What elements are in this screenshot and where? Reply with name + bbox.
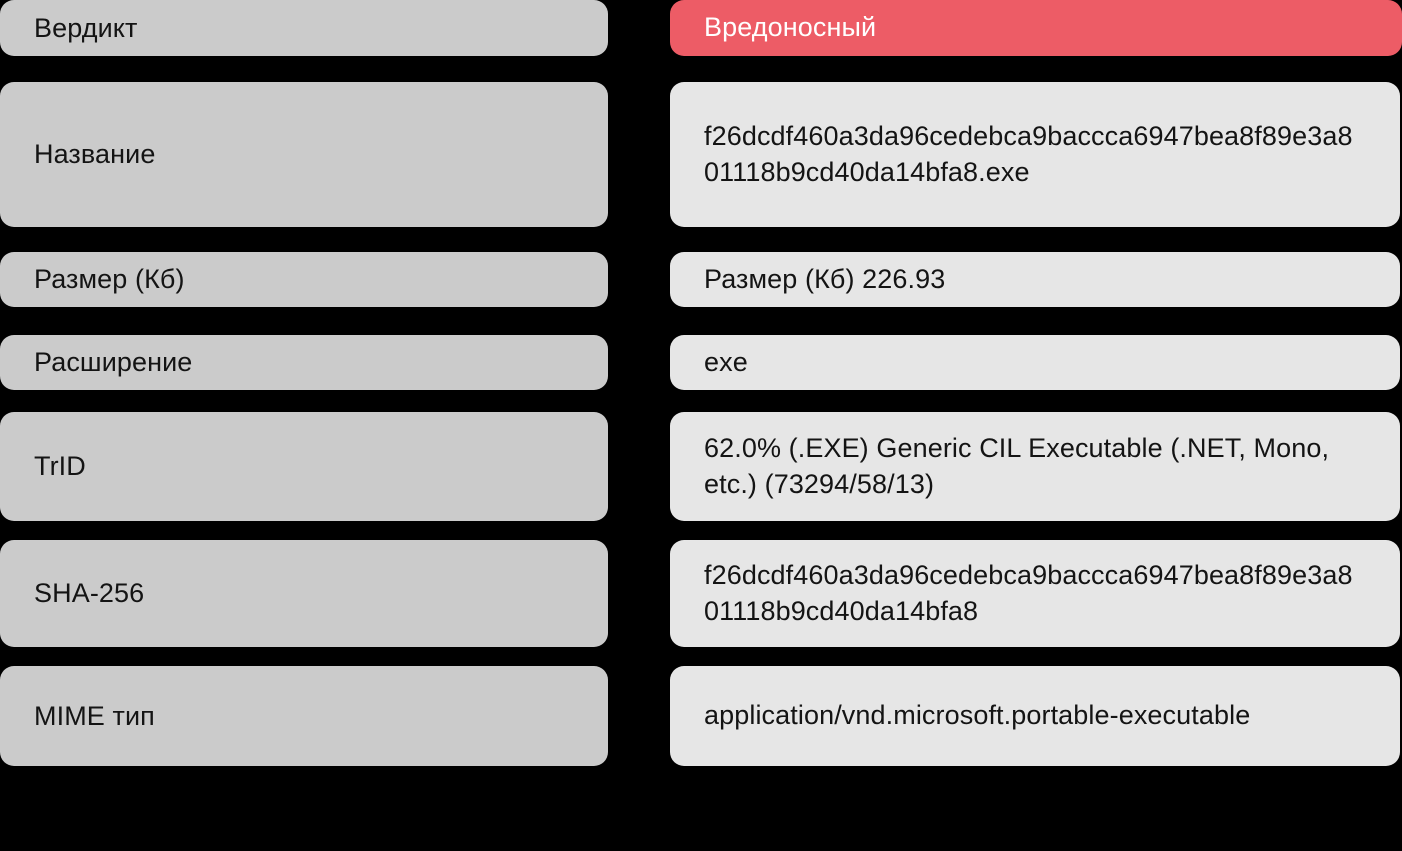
row-label-text: Размер (Кб) bbox=[34, 264, 185, 295]
row-label-text: SHA-256 bbox=[34, 578, 145, 609]
row-value-text: exe bbox=[704, 346, 748, 377]
row-value-text: 62.0% (.EXE) Generic CIL Executable (.NE… bbox=[704, 432, 1337, 499]
row-value-filename[interactable]: f26dcdf460a3da96cedebca9baccca6947bea8f8… bbox=[670, 82, 1400, 227]
row-label-extension: Расширение bbox=[0, 335, 608, 390]
status-badge-verdict[interactable]: Вредоносный bbox=[670, 0, 1402, 56]
row-label-verdict: Вердикт bbox=[0, 0, 608, 56]
row-value-text: Вредоносный bbox=[704, 12, 877, 43]
row-value-sha256[interactable]: f26dcdf460a3da96cedebca9baccca6947bea8f8… bbox=[670, 540, 1400, 647]
row-label-filename: Название bbox=[0, 82, 608, 227]
row-value-extension[interactable]: exe bbox=[670, 335, 1400, 390]
row-value-text: f26dcdf460a3da96cedebca9baccca6947bea8f8… bbox=[704, 559, 1353, 626]
row-label-trid: TrID bbox=[0, 412, 608, 521]
row-label-text: MIME тип bbox=[34, 700, 155, 731]
row-label-size: Размер (Кб) bbox=[0, 252, 608, 307]
row-value-mime-type[interactable]: application/vnd.microsoft.portable-execu… bbox=[670, 666, 1400, 766]
row-label-text: Вердикт bbox=[34, 12, 138, 43]
row-label-text: Название bbox=[34, 139, 156, 170]
row-value-text: f26dcdf460a3da96cedebca9baccca6947bea8f8… bbox=[704, 120, 1353, 187]
row-label-text: TrID bbox=[34, 451, 86, 482]
row-value-text: Размер (Кб) 226.93 bbox=[704, 263, 946, 294]
row-value-size[interactable]: Размер (Кб) 226.93 bbox=[670, 252, 1400, 307]
row-value-trid[interactable]: 62.0% (.EXE) Generic CIL Executable (.NE… bbox=[670, 412, 1400, 521]
row-label-mime-type: MIME тип bbox=[0, 666, 608, 766]
row-value-text: application/vnd.microsoft.portable-execu… bbox=[704, 700, 1251, 731]
row-label-text: Расширение bbox=[34, 347, 193, 378]
row-label-sha256: SHA-256 bbox=[0, 540, 608, 647]
